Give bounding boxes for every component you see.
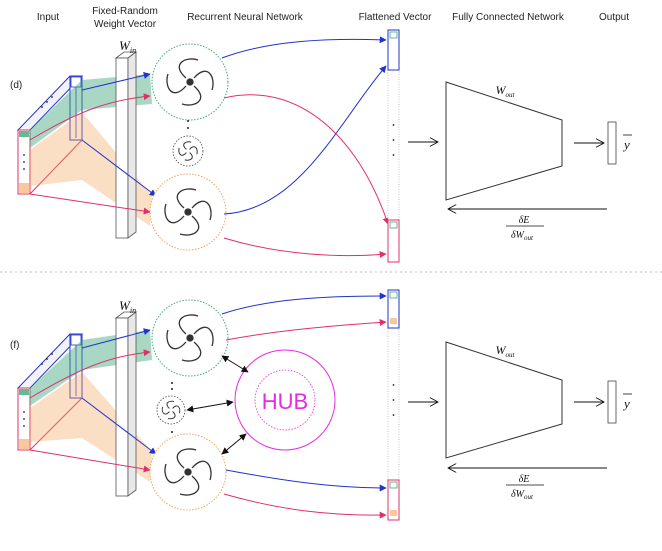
y-bar-d: y bbox=[622, 137, 630, 152]
arrow-input-blue-bottom-d bbox=[81, 139, 157, 197]
header-rnn: Recurrent Neural Network bbox=[187, 12, 304, 23]
arrow-rnn-pink-1-f bbox=[225, 318, 387, 341]
dot bbox=[171, 382, 173, 384]
gradient-denominator-d: δWout bbox=[511, 230, 534, 242]
arrow-rnn-blue-1-f bbox=[221, 292, 387, 315]
header-flattened: Flattened Vector bbox=[359, 12, 432, 23]
gradient-numerator-d: δE bbox=[519, 215, 530, 226]
gradient-denominator-f: δWout bbox=[511, 489, 534, 501]
input-block-f bbox=[16, 333, 84, 451]
reservoir-mid-d bbox=[172, 135, 204, 167]
header-weight-line1: Fixed-Random bbox=[92, 6, 158, 17]
dot bbox=[171, 431, 173, 433]
w-out-label-d: Wout bbox=[496, 83, 516, 99]
output-box-d bbox=[607, 121, 617, 165]
reservoir-bottom-d bbox=[149, 173, 227, 251]
dot bbox=[171, 388, 173, 390]
output-box-f bbox=[607, 380, 617, 424]
reservoir-top-d bbox=[151, 43, 229, 121]
arrow-input-blue-top-f bbox=[81, 328, 151, 349]
hub-reservoir bbox=[234, 349, 336, 451]
arrow-rnn-pink-2-d bbox=[223, 237, 387, 259]
panel-d-label: (d) bbox=[10, 80, 22, 91]
arrow-rnn-blue-1-d bbox=[221, 36, 387, 59]
arrow-input-pink-top-d bbox=[29, 93, 151, 141]
arrow-rnn-blue-2-d bbox=[223, 65, 387, 215]
header-input: Input bbox=[37, 12, 59, 23]
hub-link-bottom bbox=[221, 433, 247, 455]
weight-vector-f bbox=[114, 311, 138, 497]
arrow-input-pink-top-f bbox=[29, 349, 151, 399]
header-fcn: Fully Connected Network bbox=[452, 12, 565, 23]
arrow-input-blue-bottom-f bbox=[81, 397, 157, 455]
reservoir-bottom-f bbox=[149, 433, 227, 511]
arrow-input-pink-bottom-f bbox=[29, 449, 151, 473]
hub-label: HUB bbox=[262, 389, 308, 414]
arrow-rnn-blue-2-f bbox=[225, 469, 387, 492]
reservoir-mid-f bbox=[156, 395, 186, 425]
w-in-label-d: Win bbox=[119, 38, 136, 55]
w-out-label-f: Wout bbox=[496, 343, 516, 359]
dot bbox=[187, 120, 189, 122]
dot bbox=[187, 127, 189, 129]
arrow-rnn-pink-1-d bbox=[223, 94, 390, 225]
arrow-rnn-pink-2-f bbox=[223, 493, 387, 519]
flattened-vector-d bbox=[387, 29, 400, 263]
flattened-vector-f bbox=[387, 289, 400, 521]
w-in-label-f: Win bbox=[119, 298, 136, 315]
panel-d: (d) Win bbox=[10, 29, 632, 263]
gradient-numerator-f: δE bbox=[519, 474, 530, 485]
panel-f-label: (f) bbox=[10, 340, 19, 351]
header-weight-line2: Weight Vector bbox=[94, 19, 157, 30]
panel-f: (f) Win bbox=[10, 289, 632, 521]
hub-link-top bbox=[221, 355, 249, 373]
y-bar-f: y bbox=[622, 396, 630, 411]
fcn-trapezoid-d bbox=[445, 81, 563, 201]
fcn-trapezoid-f bbox=[445, 341, 563, 459]
hub-link-mid bbox=[186, 399, 234, 413]
reservoir-top-f bbox=[151, 299, 229, 377]
arrow-input-blue-top-d bbox=[81, 72, 151, 91]
arrow-input-pink-bottom-d bbox=[29, 193, 151, 215]
header-output: Output bbox=[599, 12, 629, 23]
